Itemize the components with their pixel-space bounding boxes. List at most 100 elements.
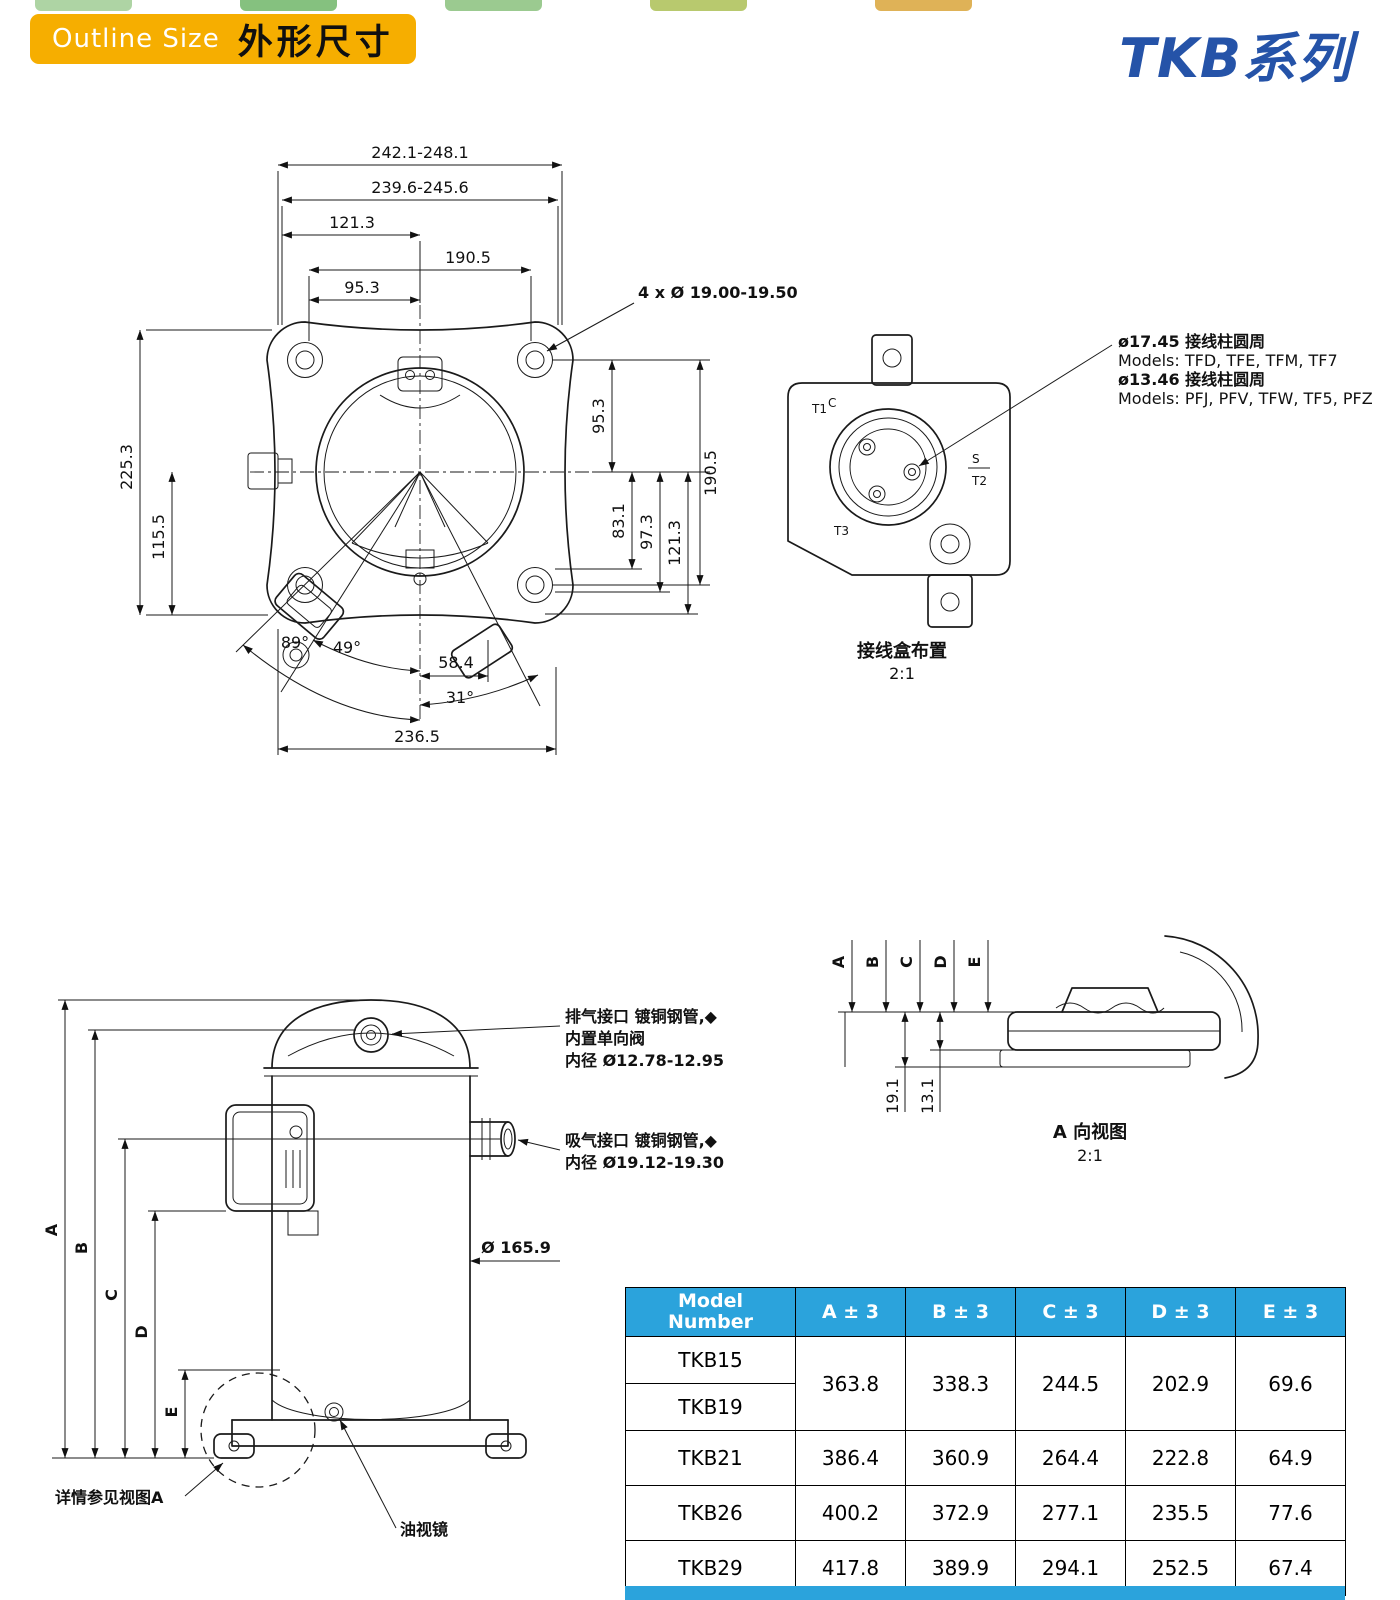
terminal-note-1: ø17.45 接线柱圆周: [1118, 332, 1265, 351]
terminal-box-scale: 2:1: [889, 664, 915, 683]
detail-view-caption: A 向视图: [1053, 1121, 1127, 1143]
detail-view-scale: 2:1: [1077, 1146, 1103, 1165]
dim-offset: 58.4: [438, 653, 474, 672]
dim-label-a: A: [42, 1223, 61, 1236]
terminal-label-s: S: [972, 452, 980, 466]
oil-sight-glass-label: 油视镜: [400, 1520, 448, 1539]
col-header-e: E ± 3: [1235, 1287, 1346, 1337]
cell-c: 277.1: [1015, 1485, 1126, 1541]
col-header-model-line2: Number: [667, 1311, 754, 1333]
side-view-annotations: 排气接口 镀铜钢管,◆ 内置单向阀 内径 Ø12.78-12.95 吸气接口 镀…: [55, 1007, 724, 1539]
detail-a-region: [200, 1372, 316, 1488]
dim-angle1: 89°: [281, 633, 309, 652]
cell-model: TKB15: [625, 1336, 796, 1384]
cell-d: 222.8: [1125, 1430, 1236, 1486]
cell-d: 235.5: [1125, 1485, 1236, 1541]
cell-c: 244.5: [1015, 1336, 1126, 1431]
dim-left-height: 225.3: [117, 444, 136, 490]
cell-c: 264.4: [1015, 1430, 1126, 1486]
top-view-drawing: 242.1-248.1 239.6-245.6 121.3 190.5 95.3…: [117, 143, 1373, 755]
table-row-tkb15: TKB15 363.8 338.3 244.5 202.9 69.6: [625, 1336, 1346, 1431]
dim-angle3: 31°: [446, 688, 474, 707]
terminal-label-t2: T2: [971, 474, 987, 488]
terminal-box-caption: 接线盒布置: [857, 640, 947, 662]
cell-e: 64.9: [1235, 1430, 1346, 1486]
body-diameter-label: Ø 165.9: [481, 1238, 551, 1257]
side-view-dimensions: A B C D E: [42, 999, 500, 1459]
dim-right-v1: 83.1: [609, 503, 628, 539]
hole-callout: 4 x Ø 19.00-19.50: [638, 283, 798, 302]
decorative-tab: [445, 0, 542, 11]
discharge-note-3: 内径 Ø12.78-12.95: [565, 1051, 724, 1070]
dim-label-b: B: [72, 1242, 91, 1254]
decorative-tab: [240, 0, 337, 11]
detail-dim-label-e: E: [965, 957, 984, 968]
terminal-box-drawing: T1 C S T2 T3 ø17.45 接线柱圆周 Models: TFD, T…: [787, 332, 1373, 683]
dim-overall-width: 242.1-248.1: [371, 143, 468, 162]
section-title-en: Outline Size: [52, 24, 220, 54]
dim-label-d: D: [132, 1325, 151, 1338]
terminal-label-t3: T3: [833, 524, 849, 538]
detail-dim-label-b: B: [863, 956, 882, 968]
detail-ref-label: 详情参见视图A: [55, 1488, 164, 1507]
dim-label-e: E: [162, 1407, 181, 1418]
cell-model: TKB19: [625, 1383, 796, 1431]
bottom-accent-bar: [625, 1586, 1345, 1600]
cell-b: 360.9: [905, 1430, 1016, 1486]
col-header-d: D ± 3: [1125, 1287, 1236, 1337]
suction-note-2: 内径 Ø19.12-19.30: [565, 1153, 724, 1172]
detail-dim-label-a: A: [829, 955, 848, 968]
terminal-note-2: Models: TFD, TFE, TFM, TF7: [1118, 351, 1338, 370]
mounting-plate-outline: [247, 305, 592, 720]
decorative-tab: [650, 0, 747, 11]
cell-e: 77.6: [1235, 1485, 1346, 1541]
series-logo: TKB系列: [1119, 27, 1352, 90]
detail-dim-label-c: C: [897, 956, 916, 968]
detail-view-a: A B C D E 19.1 13.1 A 向视图 2:1: [829, 935, 1259, 1165]
dim-half-width: 121.3: [329, 213, 375, 232]
col-header-a: A ± 3: [795, 1287, 906, 1337]
dim-label-c: C: [102, 1289, 121, 1301]
col-header-c: C ± 3: [1015, 1287, 1126, 1337]
cell-e: 69.6: [1235, 1336, 1346, 1431]
cell-b: 372.9: [905, 1485, 1016, 1541]
dimension-table: Model Number A ± 3 B ± 3 C ± 3 D ± 3 E ±…: [625, 1287, 1346, 1596]
cell-d: 202.9: [1125, 1336, 1236, 1431]
table-row-tkb26: TKB26 400.2 372.9 277.1 235.5 77.6: [625, 1485, 1346, 1541]
cell-a: 400.2: [795, 1485, 906, 1541]
discharge-note-2: 内置单向阀: [565, 1029, 645, 1048]
cell-a: 363.8: [795, 1336, 906, 1431]
dim-hole-span-v: 190.5: [701, 450, 720, 496]
col-header-b: B ± 3: [905, 1287, 1016, 1337]
side-view-drawing: A B C D E 排气接口 镀铜钢管,◆ 内置单向阀 内径 Ø12.78-12…: [42, 935, 1259, 1539]
table-row-tkb19: TKB19: [625, 1383, 1346, 1431]
col-header-model: Model Number: [625, 1287, 796, 1337]
decorative-tab: [875, 0, 972, 11]
cell-model: TKB26: [625, 1485, 796, 1541]
detail-dim-19: 19.1: [883, 1078, 902, 1114]
dim-bottom-width: 236.5: [394, 727, 440, 746]
dim-hole-half-h: 95.3: [344, 278, 380, 297]
terminal-label-t1: T1: [811, 402, 827, 416]
dim-left-height2: 115.5: [149, 514, 168, 560]
dim-hole-half-v: 95.3: [589, 398, 608, 434]
top-view-dimensions: 242.1-248.1 239.6-245.6 121.3 190.5 95.3…: [117, 143, 798, 755]
suction-note-1: 吸气接口 镀铜钢管,◆: [565, 1131, 718, 1150]
table-header-row: Model Number A ± 3 B ± 3 C ± 3 D ± 3 E ±…: [625, 1287, 1346, 1337]
decorative-tab: [35, 0, 132, 11]
terminal-label-c: C: [828, 396, 836, 410]
compressor-body: [200, 999, 527, 1488]
cell-a: 386.4: [795, 1430, 906, 1486]
detail-dim-label-d: D: [931, 955, 950, 968]
section-title-zh: 外形尺寸: [237, 22, 394, 63]
col-header-model-line1: Model: [678, 1290, 743, 1313]
cell-b: 338.3: [905, 1336, 1016, 1431]
dim-width2: 239.6-245.6: [371, 178, 468, 197]
detail-dim-13: 13.1: [918, 1078, 937, 1114]
section-badge: Outline Size 外形尺寸: [30, 14, 416, 64]
table-row-tkb21: TKB21 386.4 360.9 264.4 222.8 64.9: [625, 1430, 1346, 1486]
terminal-note-3: ø13.46 接线柱圆周: [1118, 370, 1265, 389]
dim-right-v3: 121.3: [665, 520, 684, 566]
dim-right-v2: 97.3: [637, 514, 656, 550]
